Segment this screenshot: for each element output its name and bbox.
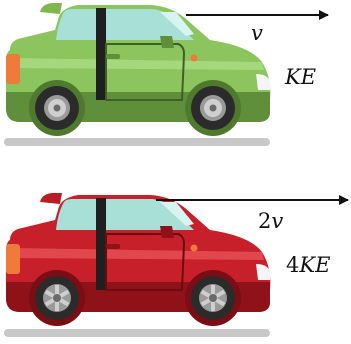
green-car-front-wheel (185, 80, 241, 136)
red-car-door-handle (106, 244, 120, 249)
green-car-rear-wheel (29, 80, 85, 136)
green-car-front-window (106, 9, 194, 40)
red-car (6, 193, 271, 326)
red-car-front-wheel (185, 270, 241, 326)
red-energy-label: 4KE (286, 253, 330, 277)
red-car-mirror (160, 226, 174, 238)
green-car-roof (40, 3, 62, 14)
green-energy-label: KE (284, 65, 316, 89)
green-car-pillar (96, 8, 106, 100)
red-car-front-window (106, 199, 194, 230)
green-velocity-label: v (251, 21, 263, 45)
green-car-highlight (10, 58, 264, 70)
red-car-rear-window (56, 199, 96, 230)
green-car-headlight (256, 74, 270, 90)
green-car (6, 3, 271, 136)
red-car-highlight (10, 248, 264, 260)
red-car-window-shine (160, 202, 194, 226)
green-car-window-shine (160, 12, 194, 36)
red-car-ground-shadow (4, 329, 270, 337)
red-car-door-line (105, 233, 186, 291)
green-car-rear-window (56, 9, 96, 40)
green-car-side-marker (190, 54, 198, 62)
red-car-rear-wheel (29, 270, 85, 326)
green-car-group: v KE (4, 3, 329, 146)
red-car-headlight (256, 264, 270, 280)
green-car-ground-shadow (4, 138, 270, 146)
red-velocity-label: 2v (258, 209, 283, 233)
red-car-taillight (6, 244, 20, 274)
green-car-taillight (6, 54, 20, 84)
red-car-roof (40, 193, 62, 204)
green-car-door-line (105, 43, 186, 101)
red-car-pillar (96, 198, 106, 290)
green-car-mirror (160, 36, 174, 48)
red-car-side-marker (190, 244, 198, 252)
green-car-door-handle (106, 54, 120, 59)
red-car-group: 2v 4KE (4, 193, 349, 337)
